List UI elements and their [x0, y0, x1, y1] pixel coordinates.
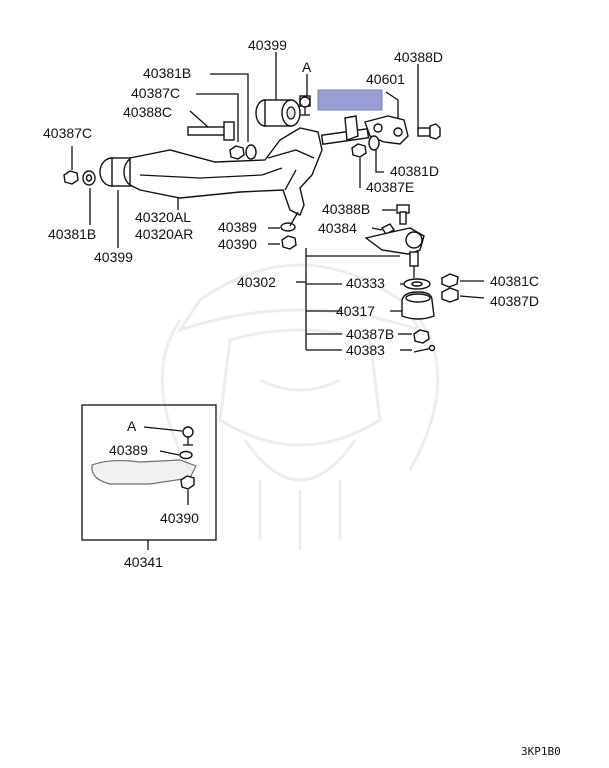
ball-joint-40302: [364, 227, 425, 278]
washer-40381c: [441, 273, 459, 288]
label-40317: 40317: [336, 303, 375, 319]
label-40341: 40341: [124, 554, 163, 570]
bushing-upper: [255, 99, 301, 127]
nut-40387b: [413, 329, 430, 344]
nut-40387e: [351, 143, 367, 158]
label-40381b-left: 40381B: [48, 226, 96, 242]
highlighted-part-40601[interactable]: [317, 89, 383, 111]
watermark-logo: [160, 263, 440, 550]
label-40399-top: 40399: [248, 37, 287, 53]
clip-40384: [380, 223, 396, 235]
bolt-40388c: [187, 121, 235, 141]
label-40381b-top: 40381B: [143, 65, 191, 81]
washer-40381b-left: [82, 170, 96, 186]
inset-nut-40390: [180, 475, 195, 490]
label-40320al: 40320AL: [135, 209, 191, 225]
leader-lines: [71, 52, 485, 351]
label-40320ar: 40320AR: [135, 226, 193, 242]
nut-40387c-left: [63, 170, 79, 185]
nut-40387d: [441, 287, 459, 303]
label-40302: 40302: [237, 274, 276, 290]
nut-40390-main: [281, 235, 297, 250]
label-40389-main: 40389: [218, 219, 257, 235]
washer-40389-main: [280, 222, 296, 232]
ring-40333: [403, 278, 431, 290]
inset-ball-joint-a: [182, 426, 194, 446]
bolt-40388b: [396, 204, 410, 225]
inset-washer-40389: [179, 450, 193, 460]
label-40388d: 40388D: [394, 49, 443, 65]
label-40381c: 40381C: [490, 273, 539, 289]
label-40387d: 40387D: [490, 293, 539, 309]
label-a-top: A: [302, 59, 312, 75]
label-40388c: 40388C: [123, 104, 172, 120]
label-a-inset: A: [127, 418, 137, 434]
label-40601: 40601: [366, 71, 405, 87]
label-40399-left: 40399: [94, 249, 133, 265]
label-40388b: 40388B: [322, 201, 370, 217]
label-40383: 40383: [346, 342, 385, 358]
inset-box-40341: [81, 404, 217, 541]
label-40390-main: 40390: [218, 236, 257, 252]
boot-40317: [401, 291, 435, 320]
label-40384: 40384: [318, 220, 357, 236]
diagram-code: 3KP1B0: [521, 745, 561, 758]
inset-leader-lines: [143, 426, 189, 550]
upper-control-arm: [129, 127, 323, 216]
shaft-40601: [320, 115, 370, 145]
washer-40381b-top: [245, 144, 257, 160]
label-40387c-top: 40387C: [131, 85, 180, 101]
label-40390-inset: 40390: [160, 510, 199, 526]
label-40387b: 40387B: [346, 326, 394, 342]
pin-40383: [413, 344, 436, 353]
washer-40381d: [368, 135, 380, 151]
bolt-40388d: [417, 123, 441, 140]
label-40387c-left: 40387C: [43, 125, 92, 141]
label-40387e: 40387E: [366, 179, 414, 195]
label-40381d: 40381D: [390, 163, 439, 179]
label-40389-inset: 40389: [109, 442, 148, 458]
nut-40387c-top: [229, 145, 245, 160]
ball-joint-a-top: [299, 95, 311, 116]
label-40333: 40333: [346, 275, 385, 291]
